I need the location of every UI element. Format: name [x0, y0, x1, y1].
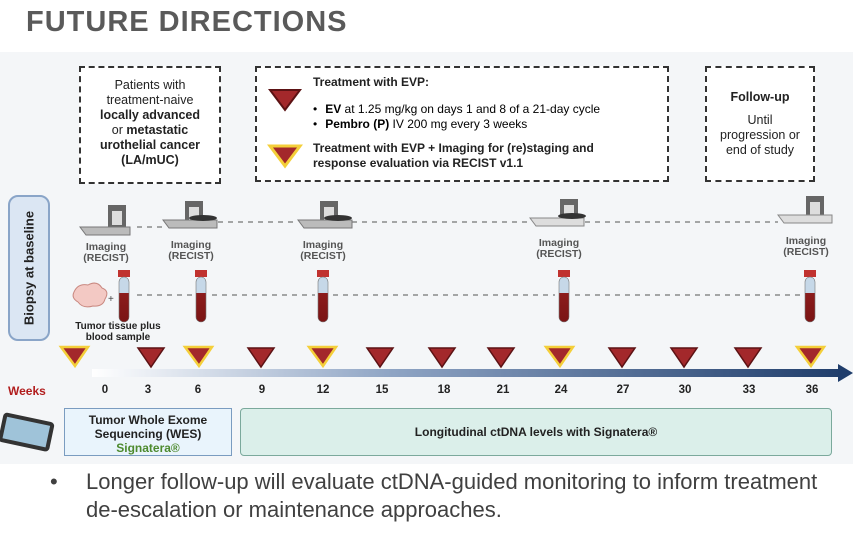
week-30: 30	[678, 384, 692, 396]
scanner-icon	[777, 196, 833, 224]
week-marker-15	[365, 347, 395, 369]
scanner-icon	[79, 205, 131, 236]
scanner-icon	[297, 201, 353, 229]
patients-line: Patients with	[114, 78, 186, 92]
followup-line: Until	[747, 113, 773, 127]
blood-tube-icon	[804, 270, 816, 323]
week-6: 6	[194, 384, 202, 396]
treatment-heading: Treatment with EVP:	[313, 75, 430, 89]
imaging-legend-text: Treatment with EVP + Imaging for (re)sta…	[313, 141, 594, 170]
page-title: FUTURE DIRECTIONS	[26, 6, 348, 38]
wes-line: Tumor Whole Exome	[88, 413, 208, 427]
imaging-label-24: Imaging(RECIST)	[536, 237, 582, 260]
scanner-icon	[529, 199, 586, 227]
bullet-pembro: Pembro (P) IV 200 mg every 3 weeks	[313, 117, 600, 132]
patients-line: treatment-naive	[106, 93, 194, 107]
week-marker-27	[607, 347, 637, 369]
week-marker-12	[306, 345, 339, 369]
wes-box: Tumor Whole Exome Sequencing (WES) Signa…	[64, 408, 232, 456]
tablet-icon	[0, 412, 55, 452]
week-24: 24	[554, 384, 568, 396]
week-0: 0	[101, 384, 109, 396]
signatera-label: Signatera®	[116, 441, 180, 455]
blood-tube-icon	[317, 270, 329, 323]
bullet-dot: •	[50, 469, 58, 494]
week-33: 33	[742, 384, 756, 396]
patients-box: Patients with treatment-naive locally ad…	[79, 66, 221, 184]
week-15: 15	[375, 384, 389, 396]
week-marker-24	[543, 345, 576, 369]
treatment-legend-triangle	[268, 89, 302, 112]
week-marker-18	[427, 347, 457, 369]
week-marker-21	[486, 347, 516, 369]
timeline-arrow-shaft	[92, 369, 844, 377]
week-21: 21	[496, 384, 510, 396]
imaging-label-36: Imaging(RECIST)	[783, 235, 829, 258]
wes-line: Sequencing (WES)	[94, 427, 202, 441]
patients-line: urothelial cancer	[99, 138, 201, 152]
treatment-bullets: EV at 1.25 mg/kg on days 1 and 8 of a 21…	[313, 102, 600, 132]
followup-line: end of study	[725, 143, 795, 157]
imaging-label-0: Imaging(RECIST)	[83, 241, 129, 264]
patients-line: (LA/mUC)	[121, 153, 179, 167]
followup-heading: Follow-up	[730, 90, 790, 104]
blood-tube-icon	[118, 270, 130, 323]
followup-box: Follow-up Until progression or end of st…	[705, 66, 815, 182]
week-marker-0	[58, 345, 91, 369]
patients-line: locally advanced	[99, 108, 201, 122]
imaging-label-6: Imaging(RECIST)	[168, 239, 214, 262]
followup-line: progression or	[720, 128, 800, 142]
blood-tube-icon	[195, 270, 207, 323]
week-3: 3	[144, 384, 152, 396]
week-12: 12	[316, 384, 330, 396]
week-36: 36	[805, 384, 819, 396]
tumor-tissue-icon	[72, 282, 108, 308]
ctdna-box: Longitudinal ctDNA levels with Signatera…	[240, 408, 832, 456]
timeline-arrowhead	[838, 364, 853, 382]
week-9: 9	[258, 384, 266, 396]
imaging-label-12: Imaging(RECIST)	[300, 239, 346, 262]
blood-tube-icon	[558, 270, 570, 323]
note-text: Longer follow-up will evaluate ctDNA-gui…	[86, 469, 818, 522]
week-marker-6	[182, 345, 215, 369]
weeks-label: Weeks	[8, 384, 46, 398]
week-marker-30	[669, 347, 699, 369]
scanner-icon	[162, 201, 218, 229]
week-marker-36	[794, 345, 827, 369]
patients-line: or metastatic	[111, 123, 189, 137]
svg-text:+: +	[108, 294, 114, 305]
week-marker-33	[733, 347, 763, 369]
bullet-ev: EV at 1.25 mg/kg on days 1 and 8 of a 21…	[313, 102, 600, 117]
imaging-legend-triangle	[267, 144, 303, 169]
week-18: 18	[437, 384, 451, 396]
week-marker-9	[246, 347, 276, 369]
week-27: 27	[616, 384, 630, 396]
week-marker-3	[136, 347, 166, 369]
biopsy-baseline-box: Biopsy at baseline	[8, 195, 50, 341]
